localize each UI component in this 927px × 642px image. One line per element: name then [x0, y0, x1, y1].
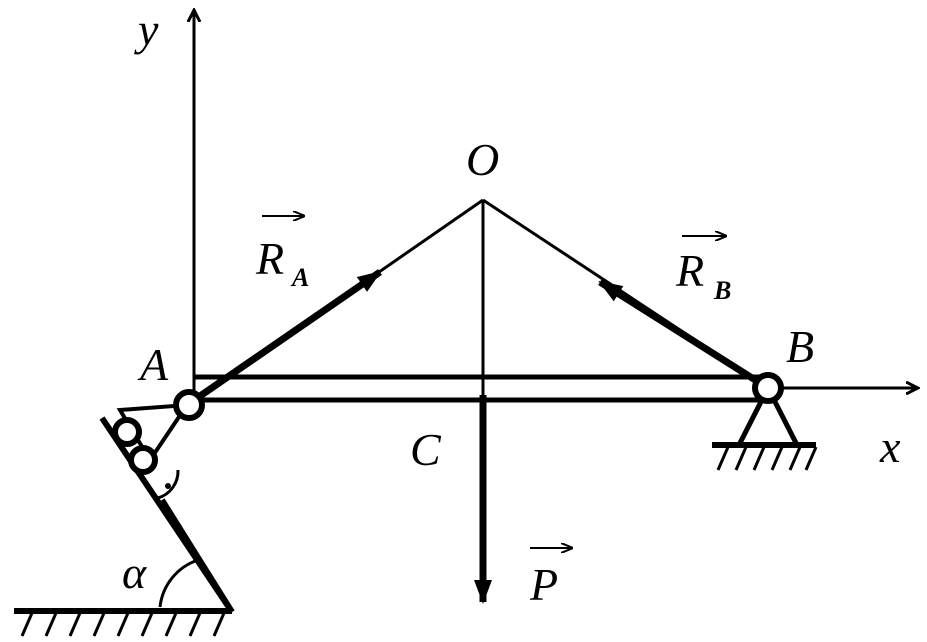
force-label-rb: R B	[675, 236, 731, 305]
axis-label-x: x	[879, 421, 901, 472]
svg-text:B: B	[713, 276, 731, 305]
hinge-b	[752, 372, 784, 404]
svg-text:R: R	[255, 233, 284, 284]
svg-text:R: R	[675, 245, 704, 296]
point-label-o: O	[466, 134, 499, 185]
svg-text:A: A	[290, 263, 309, 292]
force-label-ra: R A	[255, 216, 309, 292]
force-rb-arrow	[598, 279, 770, 391]
ground-hatch-left	[14, 608, 232, 637]
force-label-p: P	[529, 548, 572, 610]
point-label-a: A	[137, 339, 169, 390]
point-label-c: C	[410, 424, 442, 475]
force-ra-arrow	[185, 269, 382, 408]
roller-2	[128, 445, 158, 475]
axis-label-y: y	[134, 4, 159, 55]
inclined-roller-support	[99, 402, 235, 614]
angle-label-alpha: α	[122, 547, 147, 598]
svg-text:P: P	[529, 559, 558, 610]
point-label-b: B	[786, 321, 814, 372]
hinge-a	[173, 389, 205, 421]
roller-1	[112, 417, 142, 447]
